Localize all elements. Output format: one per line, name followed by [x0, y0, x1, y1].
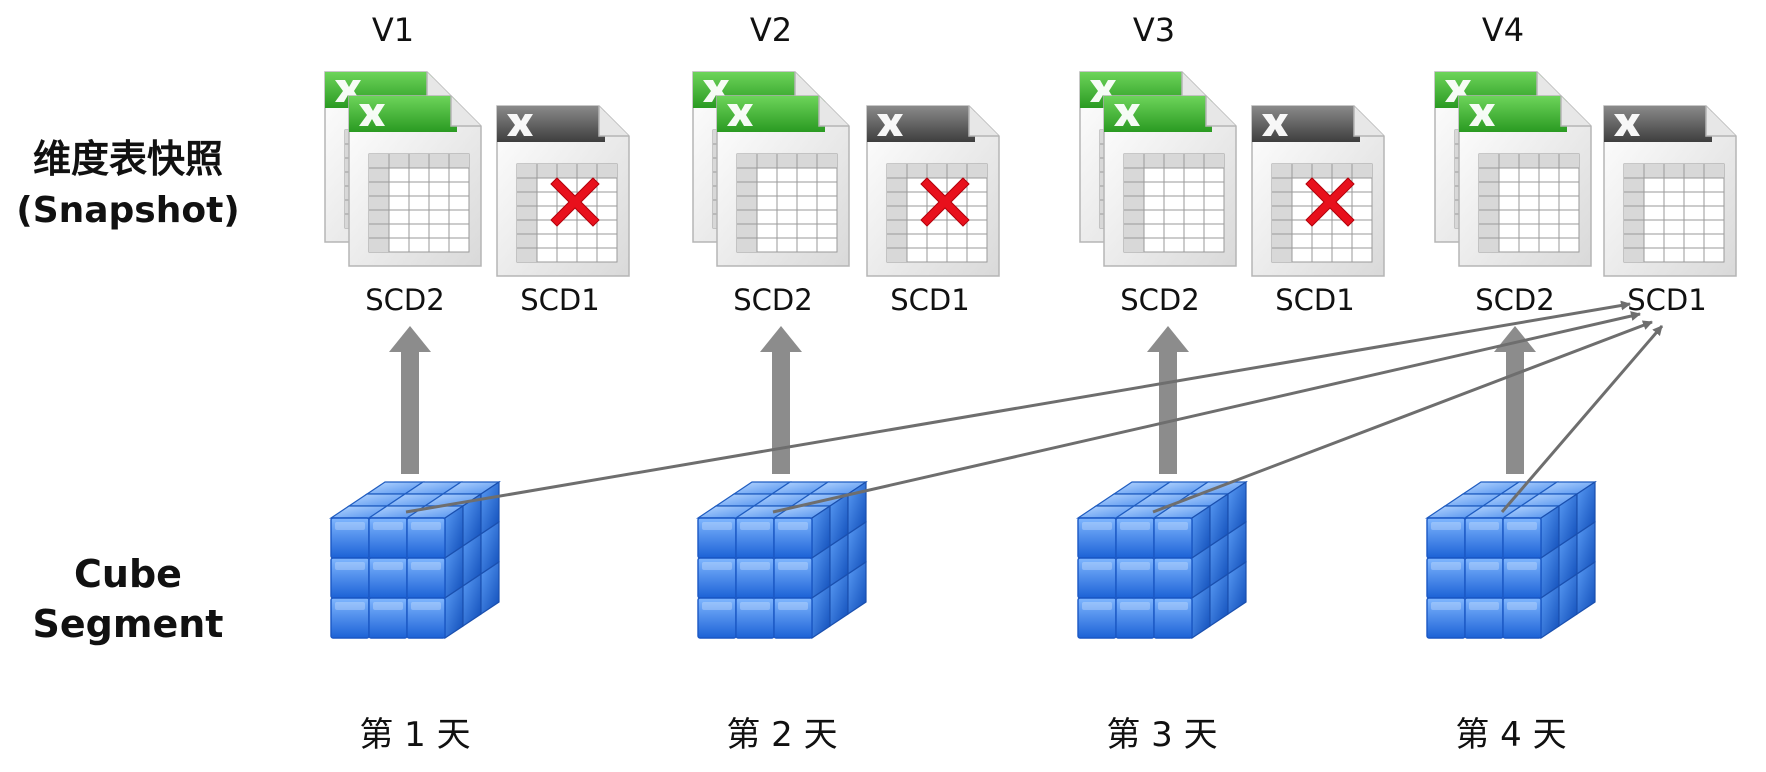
segment-to-latest-scd1-arrow — [772, 311, 1641, 514]
scd1-label: SCD1 — [520, 283, 599, 317]
scd1-label: SCD1 — [890, 283, 969, 317]
scd2-sheet-front-icon — [1458, 95, 1592, 267]
scd1-sheet-icon — [1603, 105, 1737, 277]
day-label: 第 2 天 — [726, 715, 837, 755]
segment-to-latest-scd1-arrow — [1152, 320, 1653, 514]
day-label: 第 1 天 — [359, 715, 470, 755]
segment-to-scd2-arrow — [389, 326, 431, 474]
segment-row-sublabel: Segment — [33, 602, 224, 646]
cube-icon — [1076, 480, 1248, 640]
scd2-label: SCD2 — [1475, 283, 1554, 317]
red-x-icon — [1305, 177, 1355, 227]
version-label: V4 — [1482, 11, 1524, 49]
red-x-icon — [550, 177, 600, 227]
scd1-label: SCD1 — [1275, 283, 1354, 317]
scd1-label: SCD1 — [1627, 283, 1706, 317]
scd2-sheet-front-icon — [716, 95, 850, 267]
scd1-links — [405, 300, 1664, 514]
segment-to-latest-scd1-arrow — [1500, 325, 1664, 513]
scd2-label: SCD2 — [365, 283, 444, 317]
segment-row-label: Cube — [74, 552, 182, 596]
segment-to-scd2-arrow — [1494, 326, 1536, 474]
scd1-sheet-icon — [866, 105, 1000, 277]
version-label: V3 — [1133, 11, 1175, 49]
version-label: V2 — [750, 11, 792, 49]
cube-icon — [696, 480, 868, 640]
day-label: 第 4 天 — [1455, 715, 1566, 755]
segment-to-latest-scd1-arrow — [405, 300, 1631, 514]
snapshot-row-sublabel: (Snapshot) — [16, 190, 240, 231]
version-label: V1 — [372, 11, 414, 49]
segment-to-scd2-arrow — [760, 326, 802, 474]
scd2-sheet-front-icon — [348, 95, 482, 267]
segment-to-scd2-arrow — [1147, 326, 1189, 474]
snapshot-row-label: 维度表快照 — [33, 137, 223, 181]
red-x-icon — [920, 177, 970, 227]
cube-icon — [329, 480, 501, 640]
scd2-sheet-front-icon — [1103, 95, 1237, 267]
cube-icon — [1425, 480, 1597, 640]
day-label: 第 3 天 — [1106, 715, 1217, 755]
scd2-label: SCD2 — [1120, 283, 1199, 317]
scd2-label: SCD2 — [733, 283, 812, 317]
